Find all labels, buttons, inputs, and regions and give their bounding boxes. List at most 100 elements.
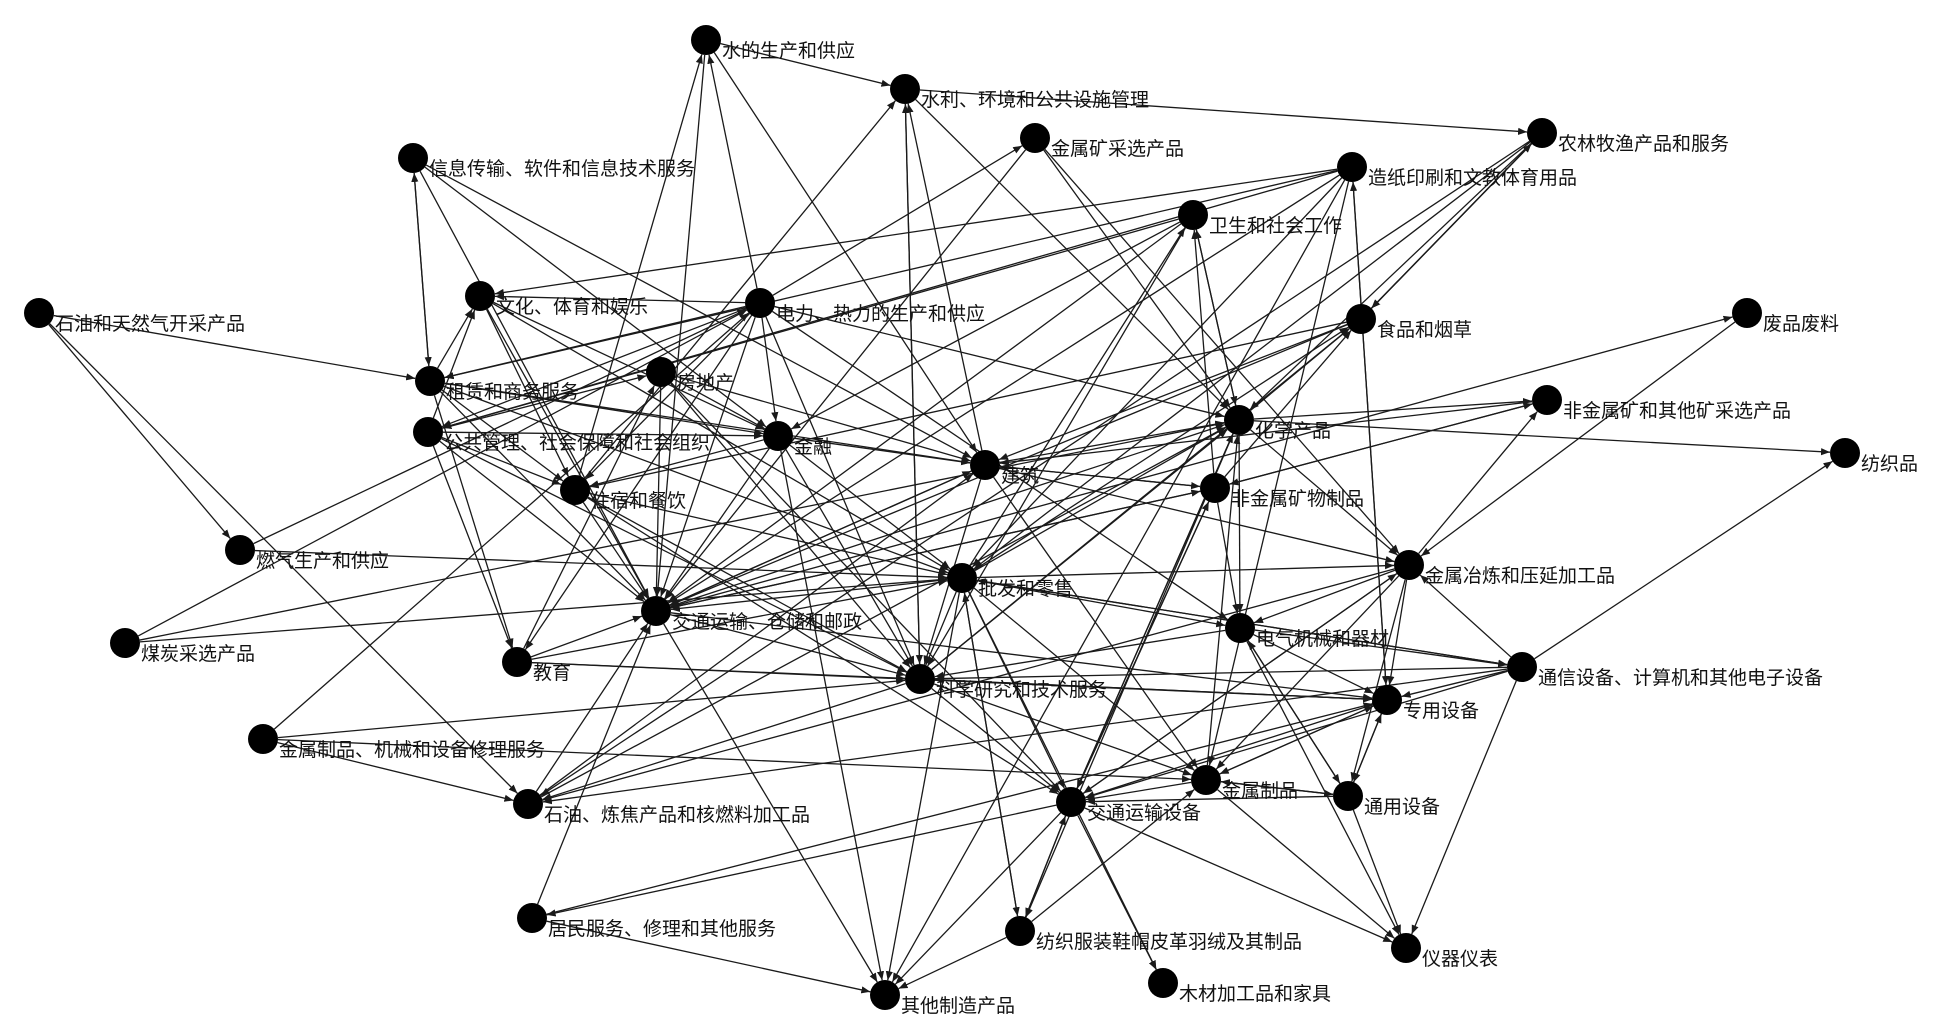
node-telecom <box>1507 652 1537 682</box>
node-label-water_mgmt: 水利、环境和公共设施管理 <box>921 89 1149 111</box>
edge-telecom-to-metal_smelt <box>1419 574 1512 658</box>
edge-transport_equip-to-metal_smelt <box>1082 573 1398 794</box>
node-metal_smelt <box>1394 550 1424 580</box>
edge-wholesale-to-wood <box>968 591 1157 970</box>
edge-hotel-to-research <box>587 496 908 673</box>
node-label-general_equip: 通用设备 <box>1364 796 1440 818</box>
edge-education-to-real_estate <box>523 385 655 649</box>
edge-construction-to-chemical <box>999 420 1225 464</box>
node-label-info: 信息传输、软件和信息技术服务 <box>429 158 695 180</box>
edge-research-to-chemical <box>931 428 1228 671</box>
edge-nonmetal_ore-to-construction <box>999 401 1533 466</box>
edge-health-to-transport <box>667 223 1182 603</box>
node-label-nonmetal_ore: 非金属矿和其他矿采选产品 <box>1563 400 1791 422</box>
edge-transport_equip-to-instrument <box>1084 807 1393 943</box>
edge-culture-to-transport <box>486 308 650 599</box>
edge-nonmetal_min-to-electrical <box>1216 502 1240 614</box>
edge-metal_smelt-to-nonmetal_ore <box>1418 411 1538 554</box>
node-label-culture: 文化、体育和娱乐 <box>496 296 648 318</box>
edge-apparel-to-transport_equip <box>1024 815 1067 918</box>
edge-wholesale-to-metal_smelt <box>976 562 1395 579</box>
edge-public_admin-to-hotel <box>441 436 562 486</box>
node-leasing <box>415 366 445 396</box>
node-metal_ore <box>1020 123 1050 153</box>
node-label-metal_repair: 金属制品、机械和设备修理服务 <box>279 739 545 761</box>
node-label-real_estate: 房地产 <box>677 372 734 394</box>
edge-general_equip-to-transport_equip <box>1085 795 1334 806</box>
edge-hotel-to-water_mgmt <box>584 100 896 479</box>
edge-leasing-to-hotel <box>441 389 564 482</box>
edge-public_admin-to-culture <box>432 309 476 419</box>
node-label-water_supply: 水的生产和供应 <box>722 40 855 62</box>
node-general_equip <box>1333 781 1363 811</box>
node-label-coal: 煤炭采选产品 <box>141 643 255 665</box>
node-oil_gas <box>24 298 54 328</box>
edge-leasing-to-transport <box>440 391 646 601</box>
edge-metal_prod-to-special_equip <box>1219 705 1374 775</box>
edge-research-to-metal_prod <box>933 683 1193 776</box>
edge-power-to-chemical <box>774 305 1225 418</box>
edge-telecom-to-oil_coke <box>542 668 1508 805</box>
edge-finance-to-hotel <box>589 439 764 488</box>
edge-hotel-to-transport_equip <box>587 497 1059 795</box>
node-resident <box>517 903 547 933</box>
edge-oil_coke-to-chemical <box>540 426 1227 798</box>
node-water_supply <box>691 25 721 55</box>
edge-real_estate-to-transport <box>652 386 662 597</box>
edge-metal_ore-to-chemical <box>1043 149 1231 409</box>
edge-power-to-culture <box>494 293 746 304</box>
node-label-finance: 金融 <box>794 436 832 458</box>
edge-power-to-water_supply <box>707 54 758 289</box>
node-label-metal_prod: 金属制品 <box>1222 780 1298 802</box>
node-label-education: 教育 <box>533 662 571 684</box>
node-label-metal_ore: 金属矿采选产品 <box>1051 138 1184 160</box>
node-label-other_mfg: 其他制造产品 <box>901 995 1015 1017</box>
edge-metal_prod-to-chemical <box>1206 434 1241 766</box>
edge-transport_equip-to-nonmetal_min <box>1076 501 1210 789</box>
edge-hotel-to-wholesale <box>589 492 948 577</box>
node-water_mgmt <box>890 74 920 104</box>
edge-agri-to-oil_coke <box>540 140 1530 797</box>
edge-water_supply-to-construction <box>713 52 978 453</box>
node-label-nonmetal_min: 非金属矿物制品 <box>1231 488 1364 510</box>
edge-health-to-public_admin <box>442 218 1179 429</box>
edge-nonmetal_min-to-food <box>1224 329 1352 478</box>
edge-water_mgmt-to-research <box>904 103 923 665</box>
edge-agri-to-food <box>1370 143 1533 309</box>
edge-metal_smelt-to-general_equip <box>1350 579 1406 782</box>
node-info <box>398 143 428 173</box>
node-paper <box>1337 152 1367 182</box>
edge-water_supply-to-transport <box>654 54 706 597</box>
node-education <box>502 647 532 677</box>
node-label-chemical: 化学产品 <box>1255 420 1331 442</box>
edge-telecom-to-transport_equip <box>1085 670 1508 799</box>
node-label-special_equip: 专用设备 <box>1403 700 1479 722</box>
edge-education-to-wholesale <box>531 578 948 660</box>
edge-health-to-research <box>927 227 1186 667</box>
node-metal_prod <box>1191 765 1221 795</box>
edge-leasing-to-wholesale <box>443 385 949 574</box>
edge-info-to-finance <box>424 166 767 428</box>
edge-public_admin-to-finance <box>442 431 764 440</box>
node-wholesale <box>947 563 977 593</box>
edge-real_estate-to-finance <box>673 378 766 430</box>
node-label-hotel: 住宿和餐饮 <box>591 490 686 512</box>
node-gas <box>225 535 255 565</box>
edge-finance-to-other_mfg <box>780 450 885 981</box>
edge-chemical-to-nonmetal_ore <box>1253 397 1533 420</box>
edge-electrical-to-instrument <box>1246 641 1400 935</box>
node-special_equip <box>1372 685 1402 715</box>
edge-culture-to-finance <box>493 301 765 431</box>
edge-wholesale-to-research <box>925 591 957 666</box>
edge-resident-to-special_equip <box>546 702 1373 915</box>
node-label-health: 卫生和社会工作 <box>1209 215 1342 237</box>
edge-water_mgmt-to-chemical <box>915 99 1229 410</box>
edge-general_equip-to-special_equip <box>1353 713 1382 783</box>
node-label-construction: 建筑 <box>1001 465 1039 487</box>
edge-chemical-to-textile <box>1253 420 1831 456</box>
edge-resident-to-other_mfg <box>546 920 871 994</box>
edge-health-to-chemical <box>1195 229 1238 406</box>
edge-water_supply-to-water_mgmt <box>720 42 891 87</box>
edge-electrical-to-research <box>934 629 1226 679</box>
